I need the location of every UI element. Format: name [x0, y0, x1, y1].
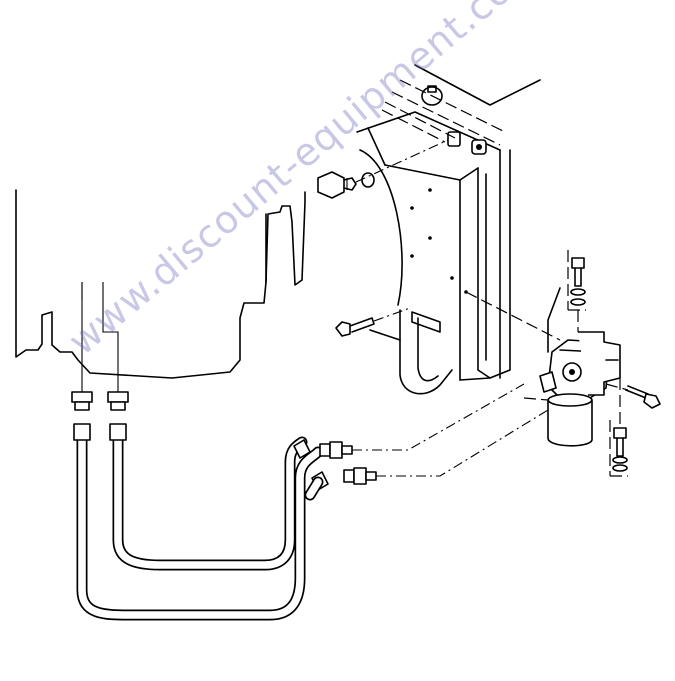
adapter-fitting-upper — [319, 441, 353, 459]
frame-outline — [15, 189, 306, 379]
drain-plug — [317, 171, 357, 199]
side-bracket-bolt — [625, 385, 661, 409]
hose-end-fittings — [293, 439, 329, 501]
hose-outer — [73, 423, 324, 621]
cooler-core — [356, 64, 541, 395]
bolt-center-line — [373, 307, 411, 322]
tank-fitting-right — [102, 282, 129, 411]
hidden-lines-filter — [465, 287, 629, 428]
plug-center-line — [355, 139, 449, 183]
upper-bracket-bolt — [567, 250, 586, 311]
center-lines-adapters — [352, 383, 549, 477]
adapter-fitting-lower — [343, 467, 377, 485]
hose-inner — [109, 423, 308, 571]
lower-bracket-bolt — [609, 420, 628, 477]
oil-filter-canister — [547, 393, 593, 447]
o-ring — [361, 172, 375, 188]
hidden-lines-top — [381, 79, 506, 146]
tank-fitting-left — [71, 282, 93, 411]
filter-bracket — [578, 331, 621, 396]
core-mount-bolt — [335, 317, 375, 337]
